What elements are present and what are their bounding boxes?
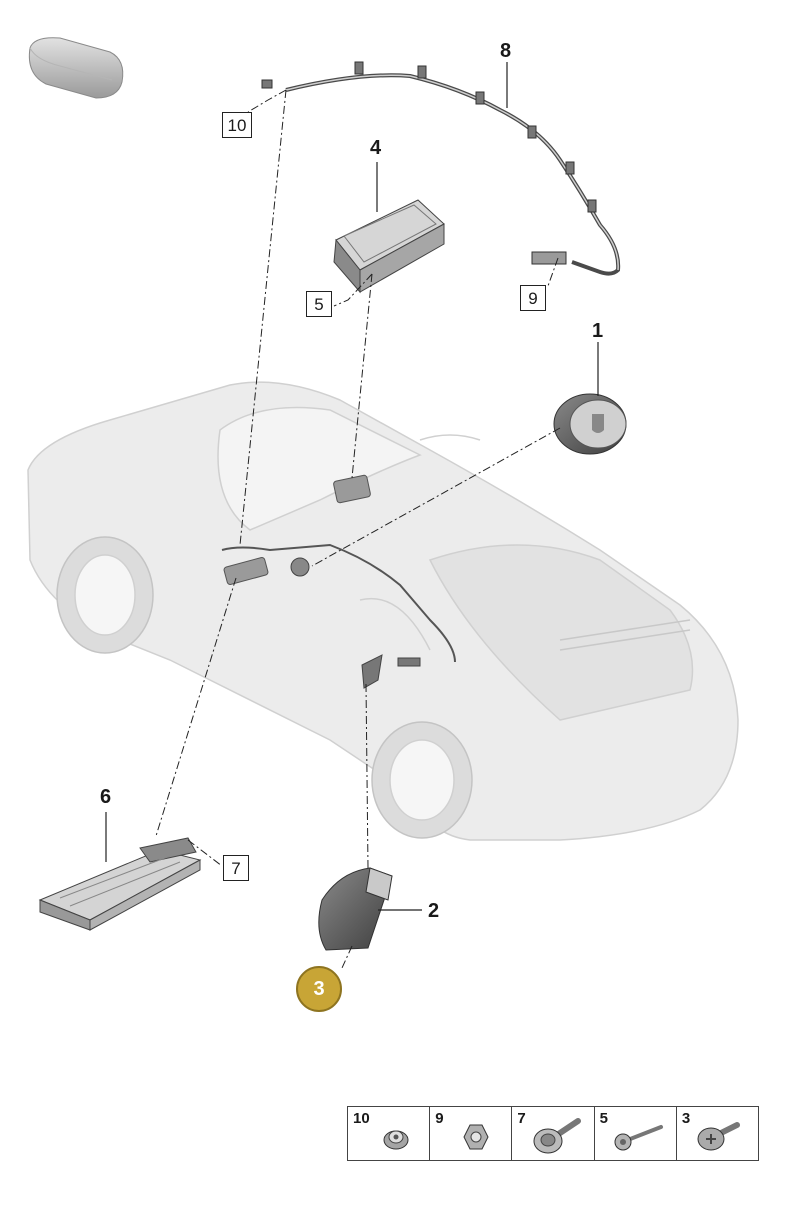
callout-8: 8: [500, 40, 512, 62]
leader-lines: [155, 89, 561, 969]
torx-screw-icon: [697, 1122, 740, 1151]
curtain-airbag-connector: [531, 251, 567, 265]
fastener-cell-10: 10: [348, 1107, 431, 1160]
callout-4: 4: [370, 137, 382, 159]
curtain-airbag-installed: [221, 543, 456, 663]
fastener-legend-table: 10 9 7 5 3: [347, 1106, 759, 1161]
driver-airbag: [553, 393, 627, 455]
reference-airbag-cover: [28, 37, 124, 99]
callout-lines: [105, 62, 599, 911]
fastener-cell-5: 5: [595, 1107, 677, 1160]
callout-3-highlight-badge[interactable]: 3: [296, 966, 342, 1012]
callout-2: 2: [428, 900, 440, 922]
hex-nut-icon: [463, 1124, 489, 1150]
rear-sensor-installed: [397, 657, 421, 667]
callout-6: 6: [100, 786, 112, 808]
fastener-cell-3: 3: [677, 1107, 758, 1160]
fastener-number: 3: [681, 1110, 691, 1127]
fastener-cell-9: 9: [430, 1107, 513, 1160]
callout-1: 1: [592, 320, 604, 342]
flange-nut-icon: [383, 1130, 409, 1150]
door-airbag-installed: [361, 654, 383, 689]
flange-bolt-icon: [533, 1118, 582, 1154]
fastener-number: 7: [517, 1110, 526, 1127]
side-airbag-installed: [223, 557, 269, 585]
fastener-number: 10: [353, 1110, 370, 1127]
door-airbag: [318, 867, 393, 951]
callout-9: 9: [520, 285, 546, 311]
callout-10: 10: [222, 112, 252, 138]
car-silhouette: [27, 381, 739, 841]
callout-5: 5: [306, 291, 332, 317]
knee-airbag: [333, 199, 445, 294]
knee-airbag-installed: [333, 474, 371, 504]
driver-airbag-installed: [290, 557, 310, 577]
long-bolt-icon: [614, 1125, 663, 1151]
fastener-number: 5: [599, 1110, 608, 1127]
fastener-number: 9: [435, 1110, 444, 1127]
side-airbag: [38, 837, 202, 931]
fastener-cell-7: 7: [512, 1107, 595, 1160]
callout-7: 7: [223, 855, 249, 881]
